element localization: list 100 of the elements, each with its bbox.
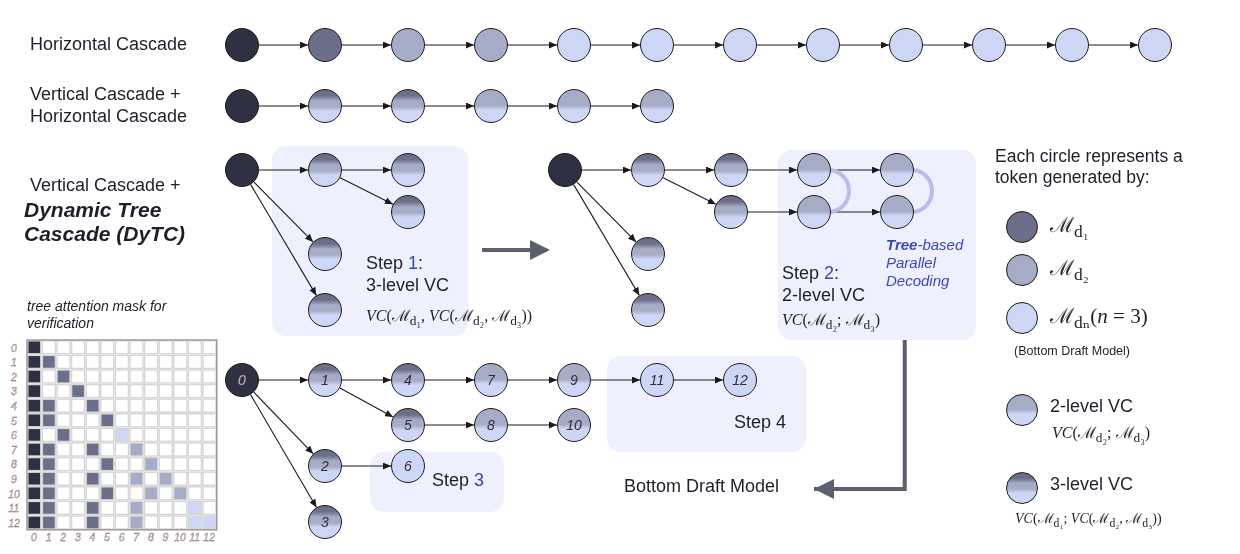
token-number: 8 [487,418,495,432]
row-label: Vertical Cascade + [30,175,181,197]
row-index: 6 [10,429,18,442]
token-circle [972,28,1006,62]
token-circle [391,28,425,62]
column-index: 2 [59,531,68,544]
token-number: 5 [404,418,412,432]
token-circle [308,89,342,123]
arrow [507,102,558,110]
row-index: 11 [7,502,21,515]
token-circle [1138,28,1172,62]
arrow [673,376,724,384]
legend-label: 3-level VC [1050,474,1134,496]
arrow [341,462,392,470]
row-index: 9 [10,472,18,486]
arrow [258,102,309,110]
token-circle [391,408,425,442]
column-index: 4 [88,531,97,544]
token-number: 6 [404,459,412,473]
arrow [573,184,640,296]
row-index: 5 [10,414,18,428]
formula-label: VC(ℳ$_{d₂}$; ℳ$_{d₃}$) [782,310,881,334]
token-circle [557,408,591,442]
arrow [339,387,394,418]
step-panel [370,452,504,512]
column-index: 5 [103,531,111,544]
legend-label: 2-level VC [1050,396,1134,418]
arrow [507,421,558,429]
token-circle [225,89,259,123]
arrow [341,102,392,110]
legend-heading: Each circle represents a token generated by: [995,146,1184,188]
token-number: 3 [321,515,329,529]
token-circle [889,28,923,62]
arrow [1088,41,1139,49]
token-circle [308,505,342,539]
token-circle [640,28,674,62]
arrow [253,391,314,455]
token-circle [640,89,674,123]
arrow [662,177,717,205]
token-number: 4 [404,373,412,387]
token-circle [880,195,914,229]
token-circle [548,153,582,187]
token-circle [308,363,342,397]
arrow [424,421,475,429]
arrow [839,41,890,49]
arrow [341,41,392,49]
token-circle [308,293,342,327]
token-circle [880,153,914,187]
arrow [250,184,317,296]
row-index: 2 [10,370,18,384]
formula-label: VC(ℳ$_{d₂}$; ℳ$_{d₃}$) [1052,423,1151,447]
column-index: 12 [202,531,217,544]
arrow [747,166,798,174]
token-circle [714,195,748,229]
connector-arc [913,168,934,214]
step-label: Step 3 [432,470,485,492]
row-index: 10 [7,487,21,501]
arrow [922,41,973,49]
arrow [576,181,637,243]
arrow [581,166,632,174]
column-index: 10 [173,531,187,544]
step-label: Step 2: 2-level VC [782,263,867,307]
arrow [341,166,392,174]
token-circle [308,237,342,271]
token-circle [391,363,425,397]
row-label: Horizontal Cascade [30,34,188,56]
token-circle [474,363,508,397]
column-index: 9 [161,531,170,544]
token-number: 9 [570,373,578,387]
arrow [590,41,641,49]
token-number: 7 [487,373,495,387]
token-circle [631,293,665,327]
arrow [341,376,392,384]
connector-arc [830,168,851,214]
token-circle [723,363,757,397]
row-index: 12 [7,516,21,530]
token-number: 12 [732,373,748,387]
column-index: 8 [146,531,155,544]
token-circle [474,28,508,62]
step-panel [778,150,976,340]
arrow [814,340,907,499]
row-index: 8 [10,458,18,471]
arrow [424,41,475,49]
formula-label: VC(ℳ$_{d₁}$, VC(ℳ$_{d₂}$, ℳ$_{d₃}$)) [366,306,533,330]
row-index: 1 [10,356,18,369]
step-panel [607,356,806,452]
arrow [424,102,475,110]
column-index: 1 [44,531,53,544]
arrow [590,102,641,110]
token-number: 0 [238,373,246,387]
token-circle [308,28,342,62]
caption-label: tree attention mask for verification [27,298,168,332]
token-circle [631,153,665,187]
token-number: 10 [566,418,582,432]
token-circle [797,153,831,187]
arrow [258,376,309,384]
token-circle [474,408,508,442]
arrow [507,376,558,384]
token-circle [308,449,342,483]
legend-label: ℳ$_{dₙ}$(n = 3) [1050,304,1148,334]
